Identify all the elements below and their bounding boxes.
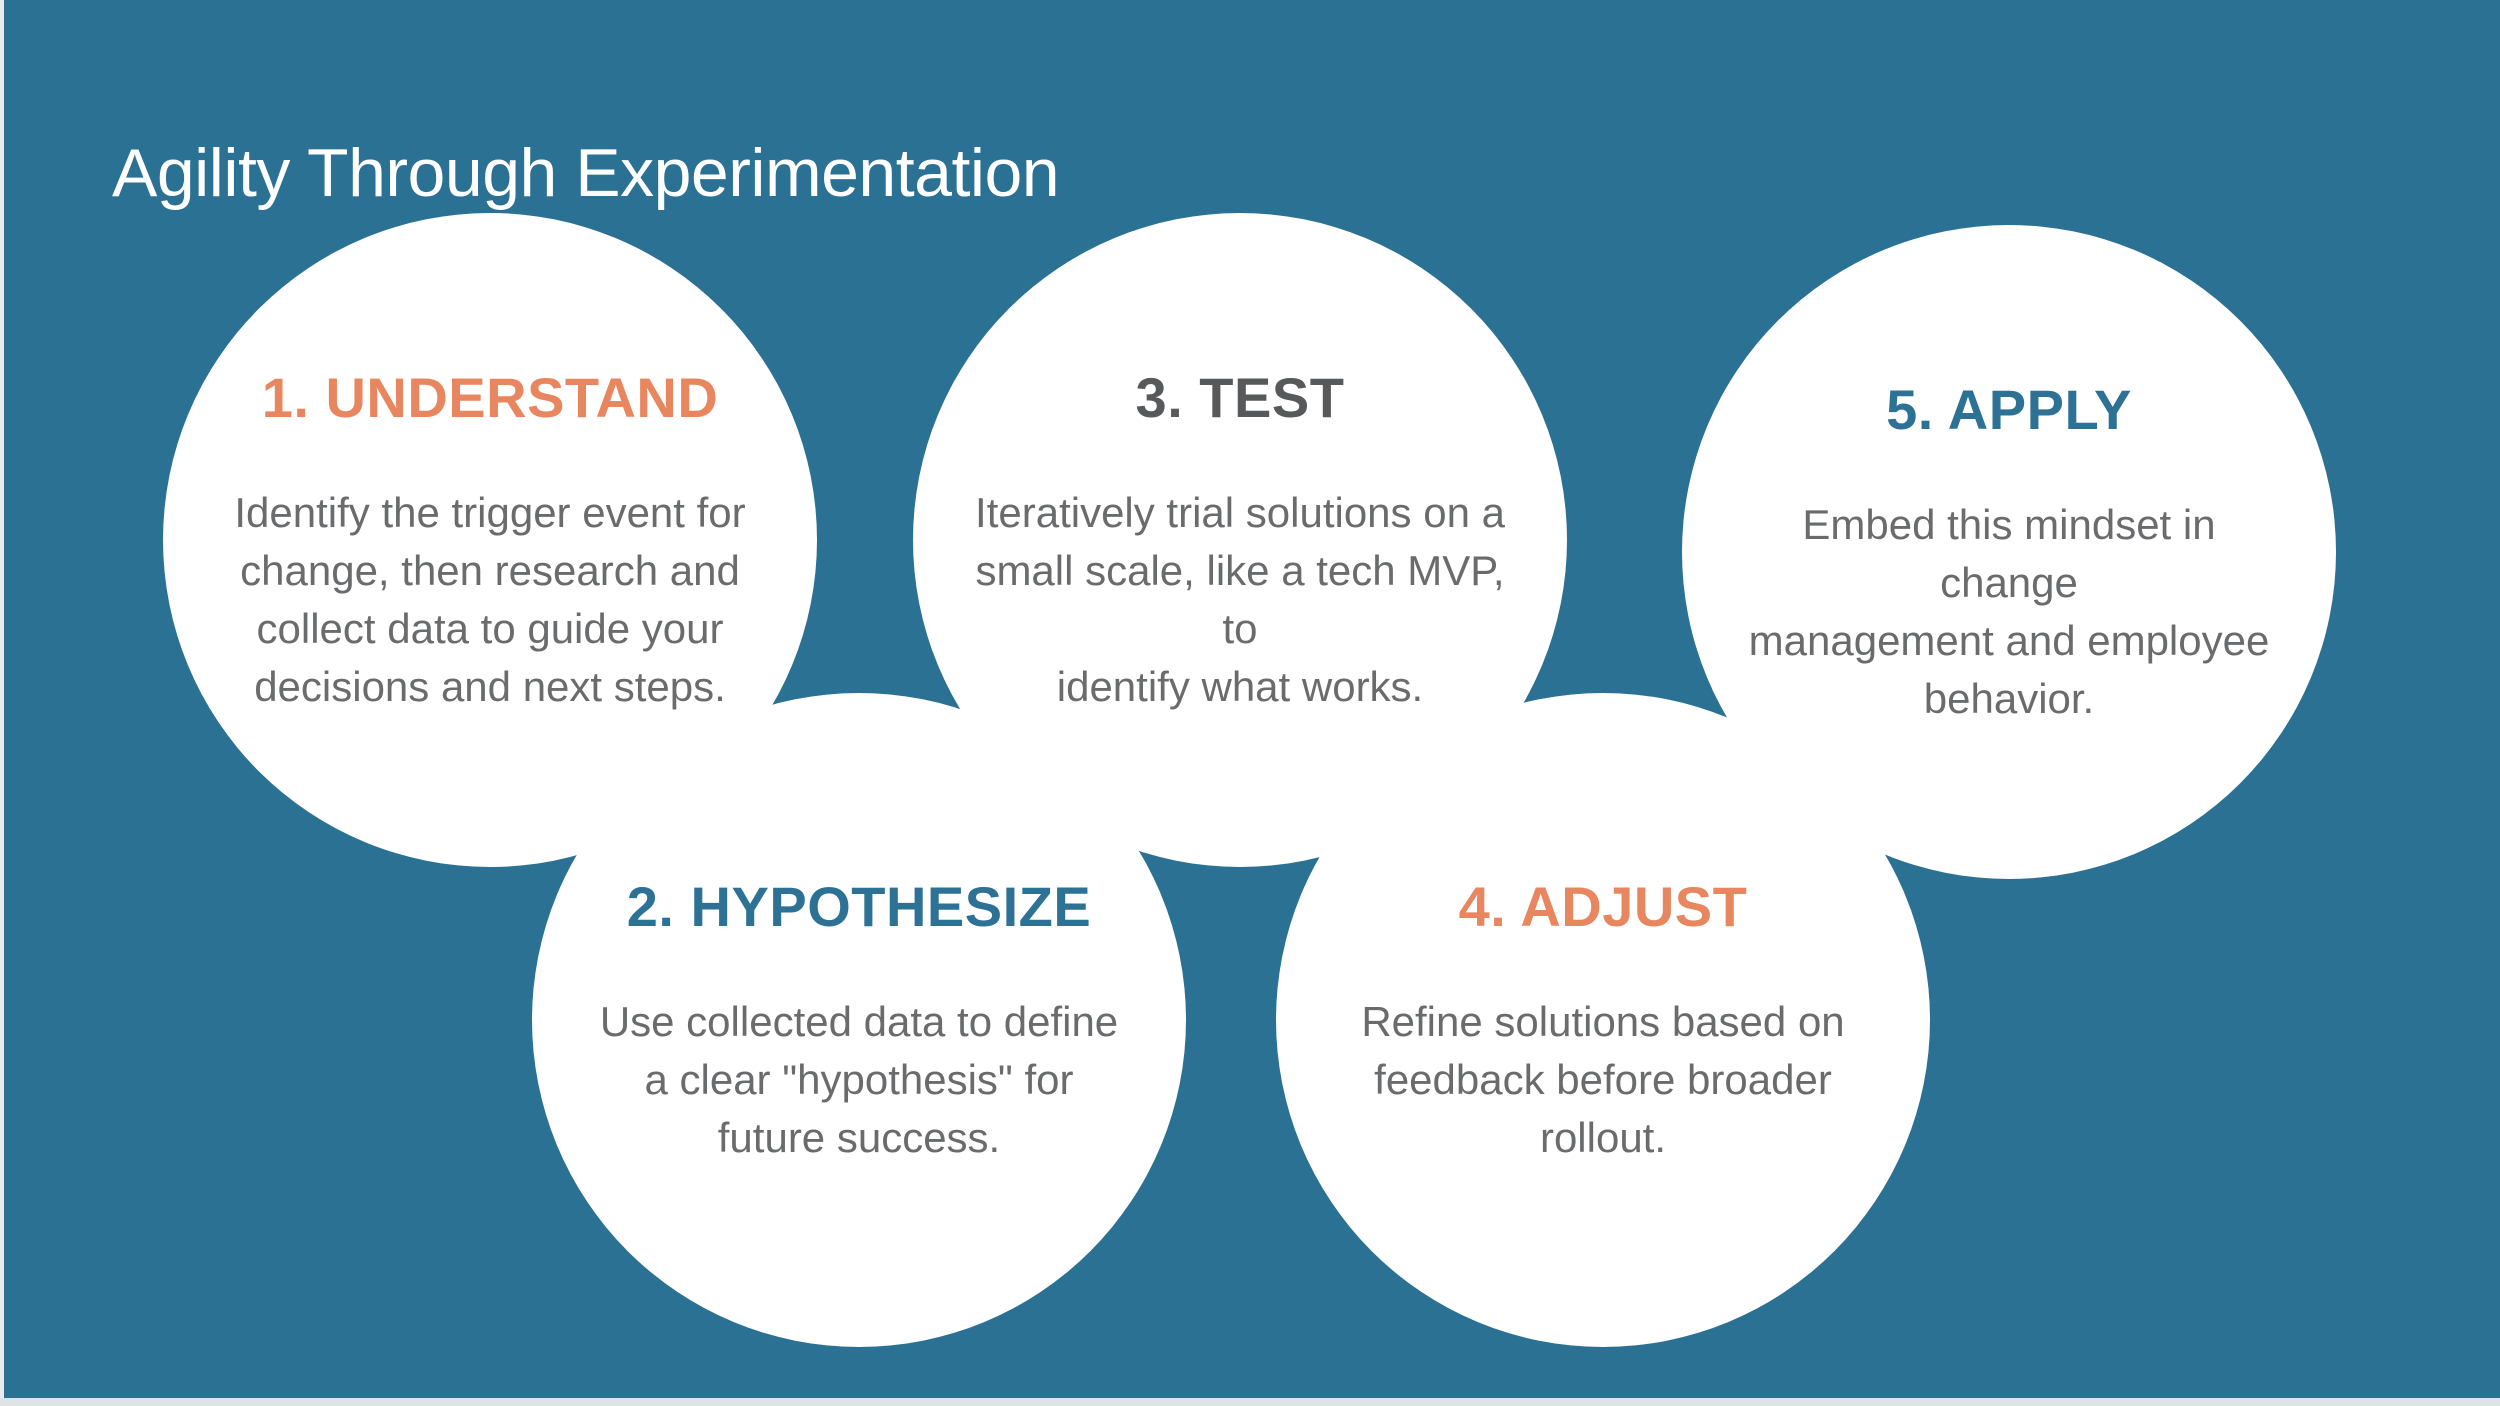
slide-bottom-edge [0,1398,2500,1406]
slide-left-edge [0,0,4,1406]
step-circle-understand: 1. UNDERSTAND Identify the trigger event… [163,213,817,867]
step-heading-test: 3. TEST [1135,365,1345,429]
step-body-hypothesize: Use collected data to define a clear "hy… [599,997,1119,1161]
step-circle-apply: 5. APPLY Embed this mindset in change ma… [1682,225,2336,879]
step-heading-hypothesize: 2. HYPOTHESIZE [626,874,1092,938]
page-title: Agility Through Experimentation [112,134,1060,211]
step-circle-adjust: 4. ADJUST Refine solutions based on feed… [1276,693,1930,1347]
step-body-apply: Embed this mindset in change management … [1748,500,2270,722]
step-circle-hypothesize: 2. HYPOTHESIZE Use collected data to def… [532,693,1186,1347]
step-heading-adjust: 4. ADJUST [1458,874,1748,938]
step-body-adjust: Refine solutions based on feedback befor… [1361,997,1845,1161]
step-body-test: Iteratively trial solutions on a small s… [975,488,1505,710]
step-body-understand: Identify the trigger event for change, t… [234,488,746,710]
step-heading-apply: 5. APPLY [1886,377,2132,441]
step-heading-understand: 1. UNDERSTAND [261,365,719,429]
